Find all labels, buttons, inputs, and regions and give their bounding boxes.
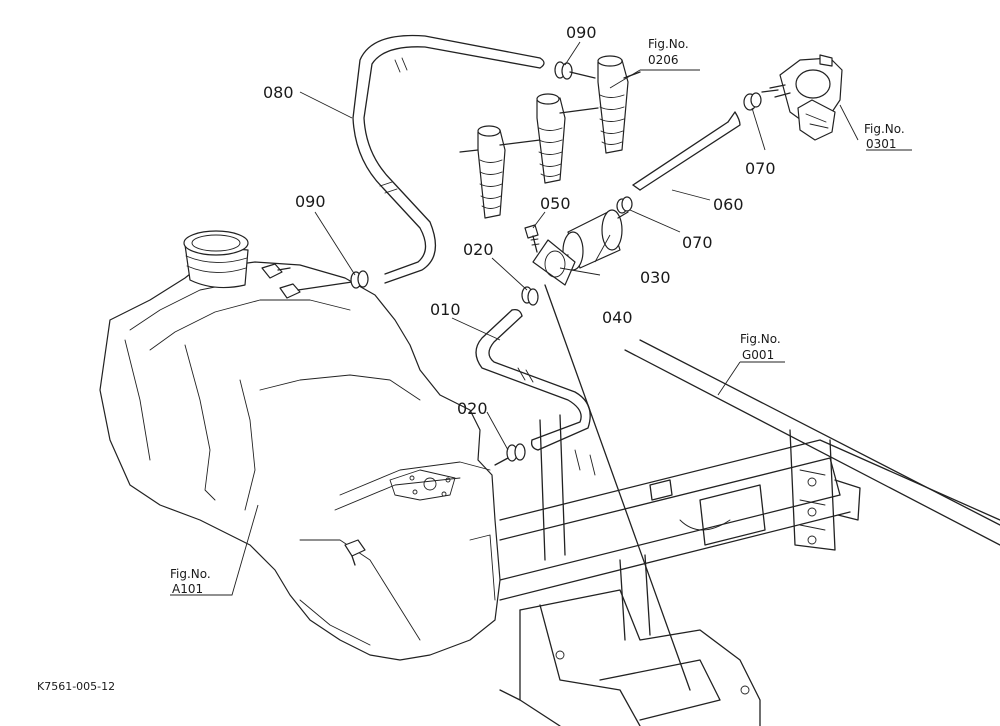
- filler-neck: [183, 230, 249, 289]
- hose-010: [475, 308, 591, 451]
- label-070-top: 070: [745, 159, 776, 178]
- label-070-lower: 070: [682, 233, 713, 252]
- part-labels: 080 090 090 050 020 010 040 030 060 070 …: [263, 23, 776, 418]
- clamp-090-top: [554, 61, 596, 80]
- clamp-070-top: [743, 92, 762, 111]
- figref-0206-title: Fig.No.: [648, 37, 689, 51]
- label-030: 030: [640, 268, 671, 287]
- label-050: 050: [540, 194, 571, 213]
- figref-0301-title: Fig.No.: [864, 122, 905, 136]
- label-040: 040: [602, 308, 633, 327]
- hose-060: [632, 111, 741, 191]
- figref-A101-number: A101: [172, 582, 203, 596]
- label-020-lower: 020: [457, 399, 488, 418]
- clamp-090-lower: [350, 270, 369, 289]
- label-080: 080: [263, 83, 294, 102]
- bolt: [524, 224, 540, 253]
- label-090-top: 090: [566, 23, 597, 42]
- fuel-tank: [99, 261, 501, 661]
- filter-bracket: [532, 239, 691, 691]
- fuel-pump: [761, 54, 843, 141]
- leader-lines: [170, 41, 912, 596]
- chassis-frame: [499, 339, 1000, 726]
- figure-references: Fig.No. 0206 Fig.No. 0301 Fig.No. G001 F…: [170, 37, 905, 596]
- figref-G001-number: G001: [742, 348, 774, 362]
- drawing-code: K7561-005-12: [37, 680, 115, 693]
- tank-return-fittings: [261, 263, 353, 299]
- figref-G001-title: Fig.No.: [740, 332, 781, 346]
- figref-0301-number: 0301: [866, 137, 897, 151]
- drain-fitting: [344, 539, 366, 566]
- figref-0206-number: 0206: [648, 53, 679, 67]
- injectors: [459, 55, 641, 219]
- hose-080: [352, 34, 545, 284]
- label-090-lower: 090: [295, 192, 326, 211]
- label-020-top: 020: [463, 240, 494, 259]
- figref-A101-title: Fig.No.: [170, 567, 211, 581]
- clamp-070-lower: [616, 196, 633, 214]
- clamp-020-lower: [494, 443, 526, 466]
- clamp-020-top: [521, 286, 539, 306]
- label-010: 010: [430, 300, 461, 319]
- label-060: 060: [713, 195, 744, 214]
